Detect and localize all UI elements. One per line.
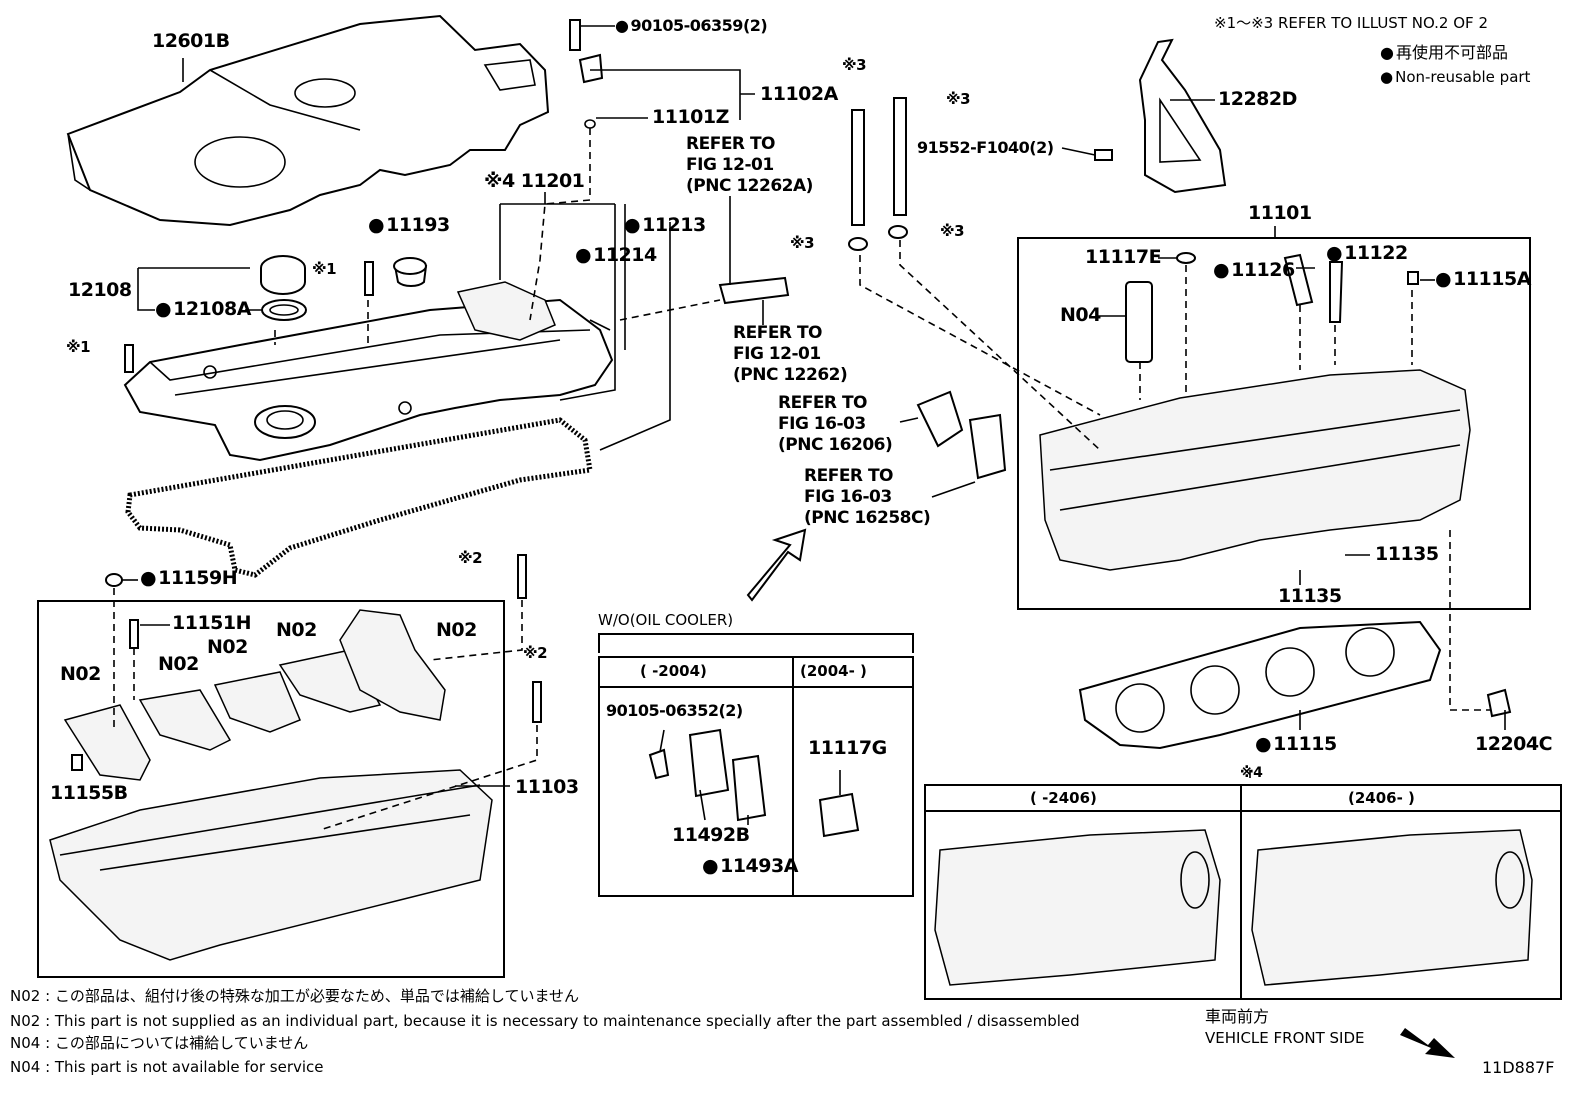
part-12108[interactable]: 12108: [68, 279, 132, 301]
part-90105-06359[interactable]: 90105-06359(2): [615, 18, 767, 34]
part-11126[interactable]: 11126: [1213, 261, 1295, 280]
direction-arrow: [1400, 1028, 1455, 1058]
part-N02-a[interactable]: N02: [276, 619, 317, 641]
part-11159H[interactable]: 11159H: [140, 569, 238, 588]
ref-12262-line2: FIG 12-01: [733, 344, 821, 364]
part-12108A[interactable]: 12108A: [155, 300, 251, 319]
ref-16258C-line2: FIG 16-03: [804, 487, 892, 507]
footnote-3: N04 : この部品については補給していません: [10, 1034, 309, 1052]
cam-housing-drawing: [49, 769, 493, 961]
ref-12262A-line2: FIG 12-01: [686, 155, 774, 175]
part-11102A[interactable]: 11102A: [760, 83, 838, 105]
oil-cooler-title: W/O(OIL COOLER): [598, 611, 734, 629]
part-11135-b[interactable]: 11135: [1278, 585, 1342, 607]
note-m3-b: ※3: [946, 90, 971, 108]
oil-cooler-divider-v: [792, 656, 794, 897]
variant-divider-h: [924, 810, 1562, 812]
oil-cooler-col1: ( -2004): [640, 662, 707, 680]
ref-12262A-line3: (PNC 12262A): [686, 176, 813, 196]
part-11214[interactable]: 11214: [575, 246, 657, 265]
ref-16258C-line3: (PNC 16258C): [804, 508, 931, 528]
part-11101[interactable]: 11101: [1248, 202, 1312, 224]
note-m2-a: ※2: [458, 549, 483, 567]
part-11135-a[interactable]: 11135: [1375, 543, 1439, 565]
oil-cooler-col2: (2004- ): [800, 662, 867, 680]
part-11115A[interactable]: 11115A: [1435, 270, 1531, 289]
part-11492B[interactable]: 11492B: [672, 824, 750, 846]
gasket-drawing: [125, 417, 593, 578]
part-11101Z[interactable]: 11101Z: [652, 106, 729, 128]
part-N02-c[interactable]: N02: [207, 636, 248, 658]
part-11151H[interactable]: 11151H: [172, 612, 252, 634]
ref-12262A-line1: REFER TO: [686, 134, 775, 154]
variant-col1: ( -2406): [1030, 789, 1097, 807]
head-cover-drawing: [123, 281, 614, 462]
part-N02-b[interactable]: N02: [436, 619, 477, 641]
footnote-2: N02 : This part is not supplied as an in…: [10, 1012, 1080, 1030]
cylinder-head-drawing: [1039, 252, 1471, 571]
variant-box: [924, 784, 1562, 1000]
ref-16206-line2: FIG 16-03: [778, 414, 866, 434]
part-11193[interactable]: 11193: [368, 216, 450, 235]
oil-cap-drawing: [260, 255, 307, 321]
ref-12262-line3: (PNC 12262): [733, 365, 848, 385]
ref-16206-line3: (PNC 16206): [778, 435, 893, 455]
oil-cooler-bracket: [598, 633, 914, 653]
note-m1-a: ※1: [312, 260, 337, 278]
part-11155B[interactable]: 11155B: [50, 782, 128, 804]
cam-caps-drawing: [63, 609, 446, 781]
note-m2-b: ※2: [523, 644, 548, 662]
part-N02-e[interactable]: N02: [60, 663, 101, 685]
part-11122[interactable]: 11122: [1326, 244, 1408, 263]
part-N02-d[interactable]: N02: [158, 653, 199, 675]
cam-housing-box: [37, 600, 505, 978]
note-m3-d: ※3: [940, 222, 965, 240]
part-11213[interactable]: 11213: [624, 216, 706, 235]
diagram-id: 11D887F: [1482, 1058, 1555, 1077]
ref-16258C-line1: REFER TO: [804, 466, 894, 486]
oil-cooler-box: [598, 656, 914, 897]
oil-cooler-divider-h: [598, 686, 914, 688]
ref-12262-line1: REFER TO: [733, 323, 823, 343]
part-11201[interactable]: ※4 11201: [484, 170, 585, 192]
note-m1-b: ※1: [66, 338, 91, 356]
engine-cover-drawing: [66, 14, 550, 227]
front-arrow: [746, 528, 807, 602]
refer-note: ※1～※3 REFER TO ILLUST NO.2 OF 2: [1214, 14, 1488, 32]
note-m3-c: ※3: [790, 234, 815, 252]
ref-16258C[interactable]: REFER TO FIG 16-03 (PNC 16258C): [804, 466, 931, 529]
legend-jp: 再使用不可部品: [1380, 45, 1508, 61]
direction-en: VEHICLE FRONT SIDE: [1205, 1029, 1365, 1047]
footnote-4: N04 : This part is not available for ser…: [10, 1058, 324, 1076]
part-90105-06352[interactable]: 90105-06352(2): [606, 701, 743, 720]
direction-jp: 車両前方: [1205, 1007, 1270, 1026]
footnote-1: N02 : この部品は、組付け後の特殊な加工が必要なため、単品では補給していませ…: [10, 987, 580, 1005]
part-11117E[interactable]: 11117E: [1085, 246, 1162, 268]
note-m3-a: ※3: [842, 56, 867, 74]
note-m4: ※4: [1240, 765, 1263, 781]
variant-col2: (2406- ): [1348, 789, 1415, 807]
variant-divider-v: [1240, 784, 1242, 1000]
part-11117G[interactable]: 11117G: [808, 737, 887, 759]
ref-16206-line1: REFER TO: [778, 393, 868, 413]
head-gasket-drawing: [1078, 620, 1442, 750]
part-12601B[interactable]: 12601B: [152, 30, 230, 52]
legend-en: Non-reusable part: [1380, 70, 1530, 85]
part-11493A[interactable]: 11493A: [702, 857, 798, 876]
part-91552-F1040[interactable]: 91552-F1040(2): [917, 138, 1054, 157]
ref-12262[interactable]: REFER TO FIG 12-01 (PNC 12262): [733, 323, 848, 386]
part-12282D[interactable]: 12282D: [1218, 88, 1297, 110]
ref-12262A[interactable]: REFER TO FIG 12-01 (PNC 12262A): [686, 134, 813, 197]
cylinder-head-box: [1017, 237, 1531, 610]
part-11103[interactable]: 11103: [515, 776, 579, 798]
part-11115[interactable]: 11115: [1255, 735, 1337, 754]
part-N04[interactable]: N04: [1060, 304, 1101, 326]
hanger-drawing: [1138, 38, 1227, 194]
ref-16206[interactable]: REFER TO FIG 16-03 (PNC 16206): [778, 393, 893, 456]
part-12204C[interactable]: 12204C: [1475, 733, 1553, 755]
